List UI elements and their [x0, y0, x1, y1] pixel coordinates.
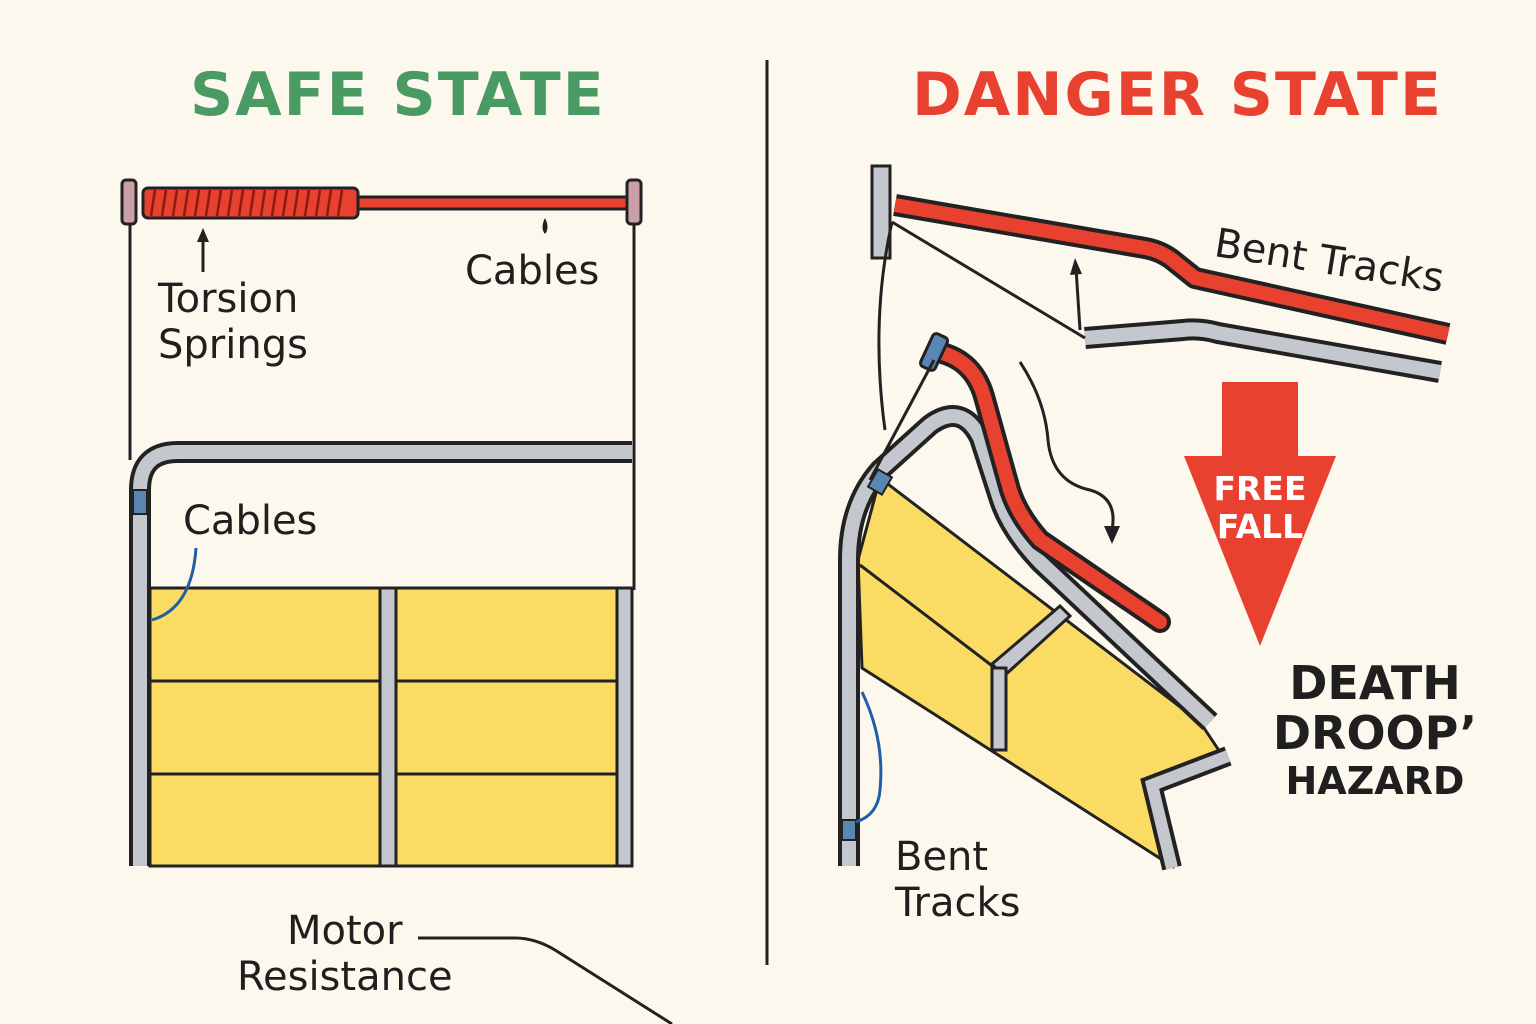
- door-divider: [378, 586, 398, 868]
- top-gray-track: [1084, 322, 1442, 379]
- curve-roller: [866, 467, 894, 497]
- hazard-line-1: DEATH: [1289, 656, 1461, 710]
- bent-tracks-arrow: [1074, 267, 1082, 331]
- hazard-line-2: DROOP’: [1272, 706, 1478, 760]
- vertical-track-roller: [841, 819, 857, 841]
- cables-side-label: Cables: [183, 498, 318, 544]
- danger-cable-2: [891, 220, 1086, 340]
- top-bracket: [870, 164, 892, 260]
- cables-arrow: [542, 218, 548, 234]
- top-red-track: [893, 198, 1450, 341]
- danger-state-title: DANGER STATE: [912, 60, 1443, 130]
- safe-track: [133, 445, 632, 866]
- torsion-springs-label: Torsion Springs: [158, 276, 308, 368]
- hazard-line-3: HAZARD: [1285, 759, 1465, 803]
- mid-bracket: [918, 332, 950, 372]
- safe-state-title: SAFE STATE: [190, 60, 606, 130]
- torsion-shaft: [353, 195, 632, 211]
- door-right-rail: [615, 586, 634, 868]
- safe-door-assembly: [120, 178, 673, 1024]
- danger-divider: [990, 666, 1008, 752]
- danger-cable-3: [868, 359, 936, 481]
- safe-blue-cable: [151, 547, 198, 622]
- danger-blue-cable: [855, 691, 883, 824]
- bottom-bent-piece: [1144, 750, 1231, 870]
- swing-arrow: [1018, 361, 1115, 531]
- free-fall-arrow: [1184, 382, 1336, 646]
- motor-leader-line: [418, 936, 673, 1024]
- mid-red-track: [931, 345, 1167, 629]
- bent-tracks-bottom-label: Bent Tracks: [895, 834, 1021, 926]
- danger-vertical-track: [842, 409, 1215, 866]
- right-bracket: [625, 178, 643, 226]
- danger-door-assembly: [838, 164, 1451, 871]
- danger-cable-1: [877, 221, 894, 431]
- left-bracket: [120, 178, 138, 226]
- free-fall-label: FREE FALL: [1213, 469, 1307, 546]
- death-droop-hazard-label: DEATH DROOP’ HAZARD: [1270, 658, 1480, 804]
- spring-coils: [149, 189, 344, 217]
- cables-top-label: Cables: [465, 248, 600, 294]
- motor-resistance-label: Motor Resistance: [237, 908, 453, 1000]
- track-roller: [132, 489, 148, 515]
